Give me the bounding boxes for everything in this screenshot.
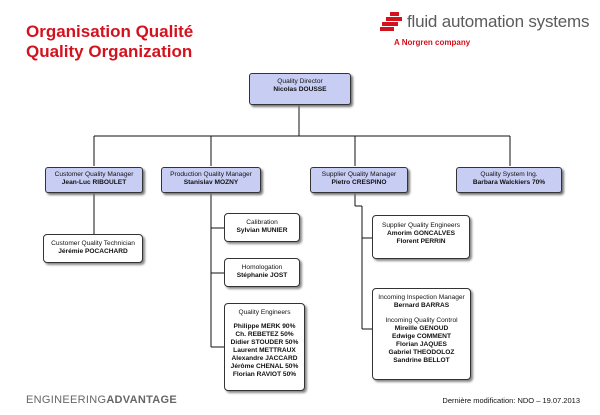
customer-quality-technician-name: Jérémie POCACHARD: [58, 248, 128, 255]
title-french: Organisation Qualité: [26, 22, 194, 41]
quality-engineer-name: Laurent METTRAUX: [233, 347, 296, 354]
quality-engineer-name: Ch. REBETEZ 50%: [235, 331, 294, 338]
customer-quality-manager-role: Customer Quality Manager: [54, 171, 134, 178]
supplier-quality-manager-name: Pietro CRESPINO: [331, 179, 387, 186]
incoming-inspection-box: Incoming Inspection Manager Bernard BARR…: [372, 288, 471, 380]
calibration-name: Sylvian MUNIER: [236, 227, 288, 234]
incoming-quality-control-name: Mireille GENOUD: [394, 325, 449, 332]
quality-system-ing-box: Quality System Ing. Barbara Walckiers 70…: [456, 167, 562, 193]
homologation-box: Homologation Stéphanie JOST: [224, 258, 300, 287]
incoming-inspection-role: Incoming Inspection Manager: [378, 294, 465, 301]
incoming-inspection-name: Bernard BARRAS: [393, 302, 450, 309]
supplier-quality-engineer-name: Florent PERRIN: [396, 238, 446, 245]
logo-tagline: A Norgren company: [394, 38, 471, 47]
customer-quality-manager-box: Customer Quality Manager Jean-Luc RIBOUL…: [45, 167, 143, 193]
supplier-quality-engineer-name: Amorim GONCALVES: [386, 230, 456, 237]
homologation-name: Stéphanie JOST: [236, 272, 288, 279]
supplier-quality-engineers-role: Supplier Quality Engineers: [381, 222, 461, 229]
footer-brand-bold: ADVANTAGE: [106, 394, 178, 406]
incoming-quality-control-name: Gabriel THEODOLOZ: [388, 349, 455, 356]
quality-engineer-name: Jérôme CHENAL 50%: [230, 363, 299, 370]
footer-brand: ENGINEERINGADVANTAGE: [26, 394, 177, 406]
quality-engineers-box: Quality Engineers Philippe MERK 90% Ch. …: [224, 303, 305, 391]
footer-brand-light: ENGINEERING: [26, 394, 107, 406]
quality-engineers-role: Quality Engineers: [238, 309, 291, 316]
title-english: Quality Organization: [26, 42, 193, 61]
homologation-role: Homologation: [241, 264, 283, 271]
company-logo: fluid automation systems A Norgren compa…: [380, 12, 589, 54]
incoming-quality-control-role: Incoming Quality Control: [385, 317, 458, 324]
production-quality-manager-name: Stanislav MOZNY: [183, 179, 239, 186]
incoming-quality-control-name: Florian JAQUES: [396, 341, 447, 348]
customer-quality-technician-box: Customer Quality Technician Jérémie POCA…: [43, 234, 143, 263]
last-modified-note: Dernière modification: NDO – 19.07.2013: [442, 396, 580, 405]
quality-system-ing-name: Barbara Walckiers 70%: [472, 179, 546, 186]
quality-engineer-name: Philippe MERK 90%: [233, 323, 296, 330]
supplier-quality-manager-box: Supplier Quality Manager Pietro CRESPINO: [310, 167, 408, 193]
logo-company-name: fluid automation systems: [407, 12, 590, 31]
quality-engineer-name: Didier STOUDER 50%: [230, 339, 299, 346]
customer-quality-manager-name: Jean-Luc RIBOULET: [61, 179, 127, 186]
incoming-quality-control-name: Edwige COMMENT: [392, 333, 451, 340]
incoming-quality-control-name: Sandrine BELLOT: [393, 357, 450, 364]
quality-engineer-name: Alexandre JACCARD: [231, 355, 298, 362]
production-quality-manager-role: Production Quality Manager: [170, 171, 252, 178]
quality-system-ing-role: Quality System Ing.: [480, 171, 538, 178]
quality-director-name: Nicolas DOUSSE: [273, 86, 327, 93]
supplier-quality-manager-role: Supplier Quality Manager: [321, 171, 397, 178]
calibration-box: Calibration Sylvian MUNIER: [224, 213, 300, 242]
production-quality-manager-box: Production Quality Manager Stanislav MOZ…: [161, 167, 261, 193]
quality-engineer-name: Florian RAVIOT 50%: [232, 371, 297, 378]
customer-quality-technician-role: Customer Quality Technician: [51, 240, 135, 247]
calibration-role: Calibration: [246, 219, 278, 226]
supplier-quality-engineers-box: Supplier Quality Engineers Amorim GONCAL…: [372, 215, 470, 259]
quality-director-box: Quality Director Nicolas DOUSSE: [249, 73, 351, 105]
logo-mark-icon: [380, 12, 402, 31]
quality-director-role: Quality Director: [277, 78, 323, 85]
